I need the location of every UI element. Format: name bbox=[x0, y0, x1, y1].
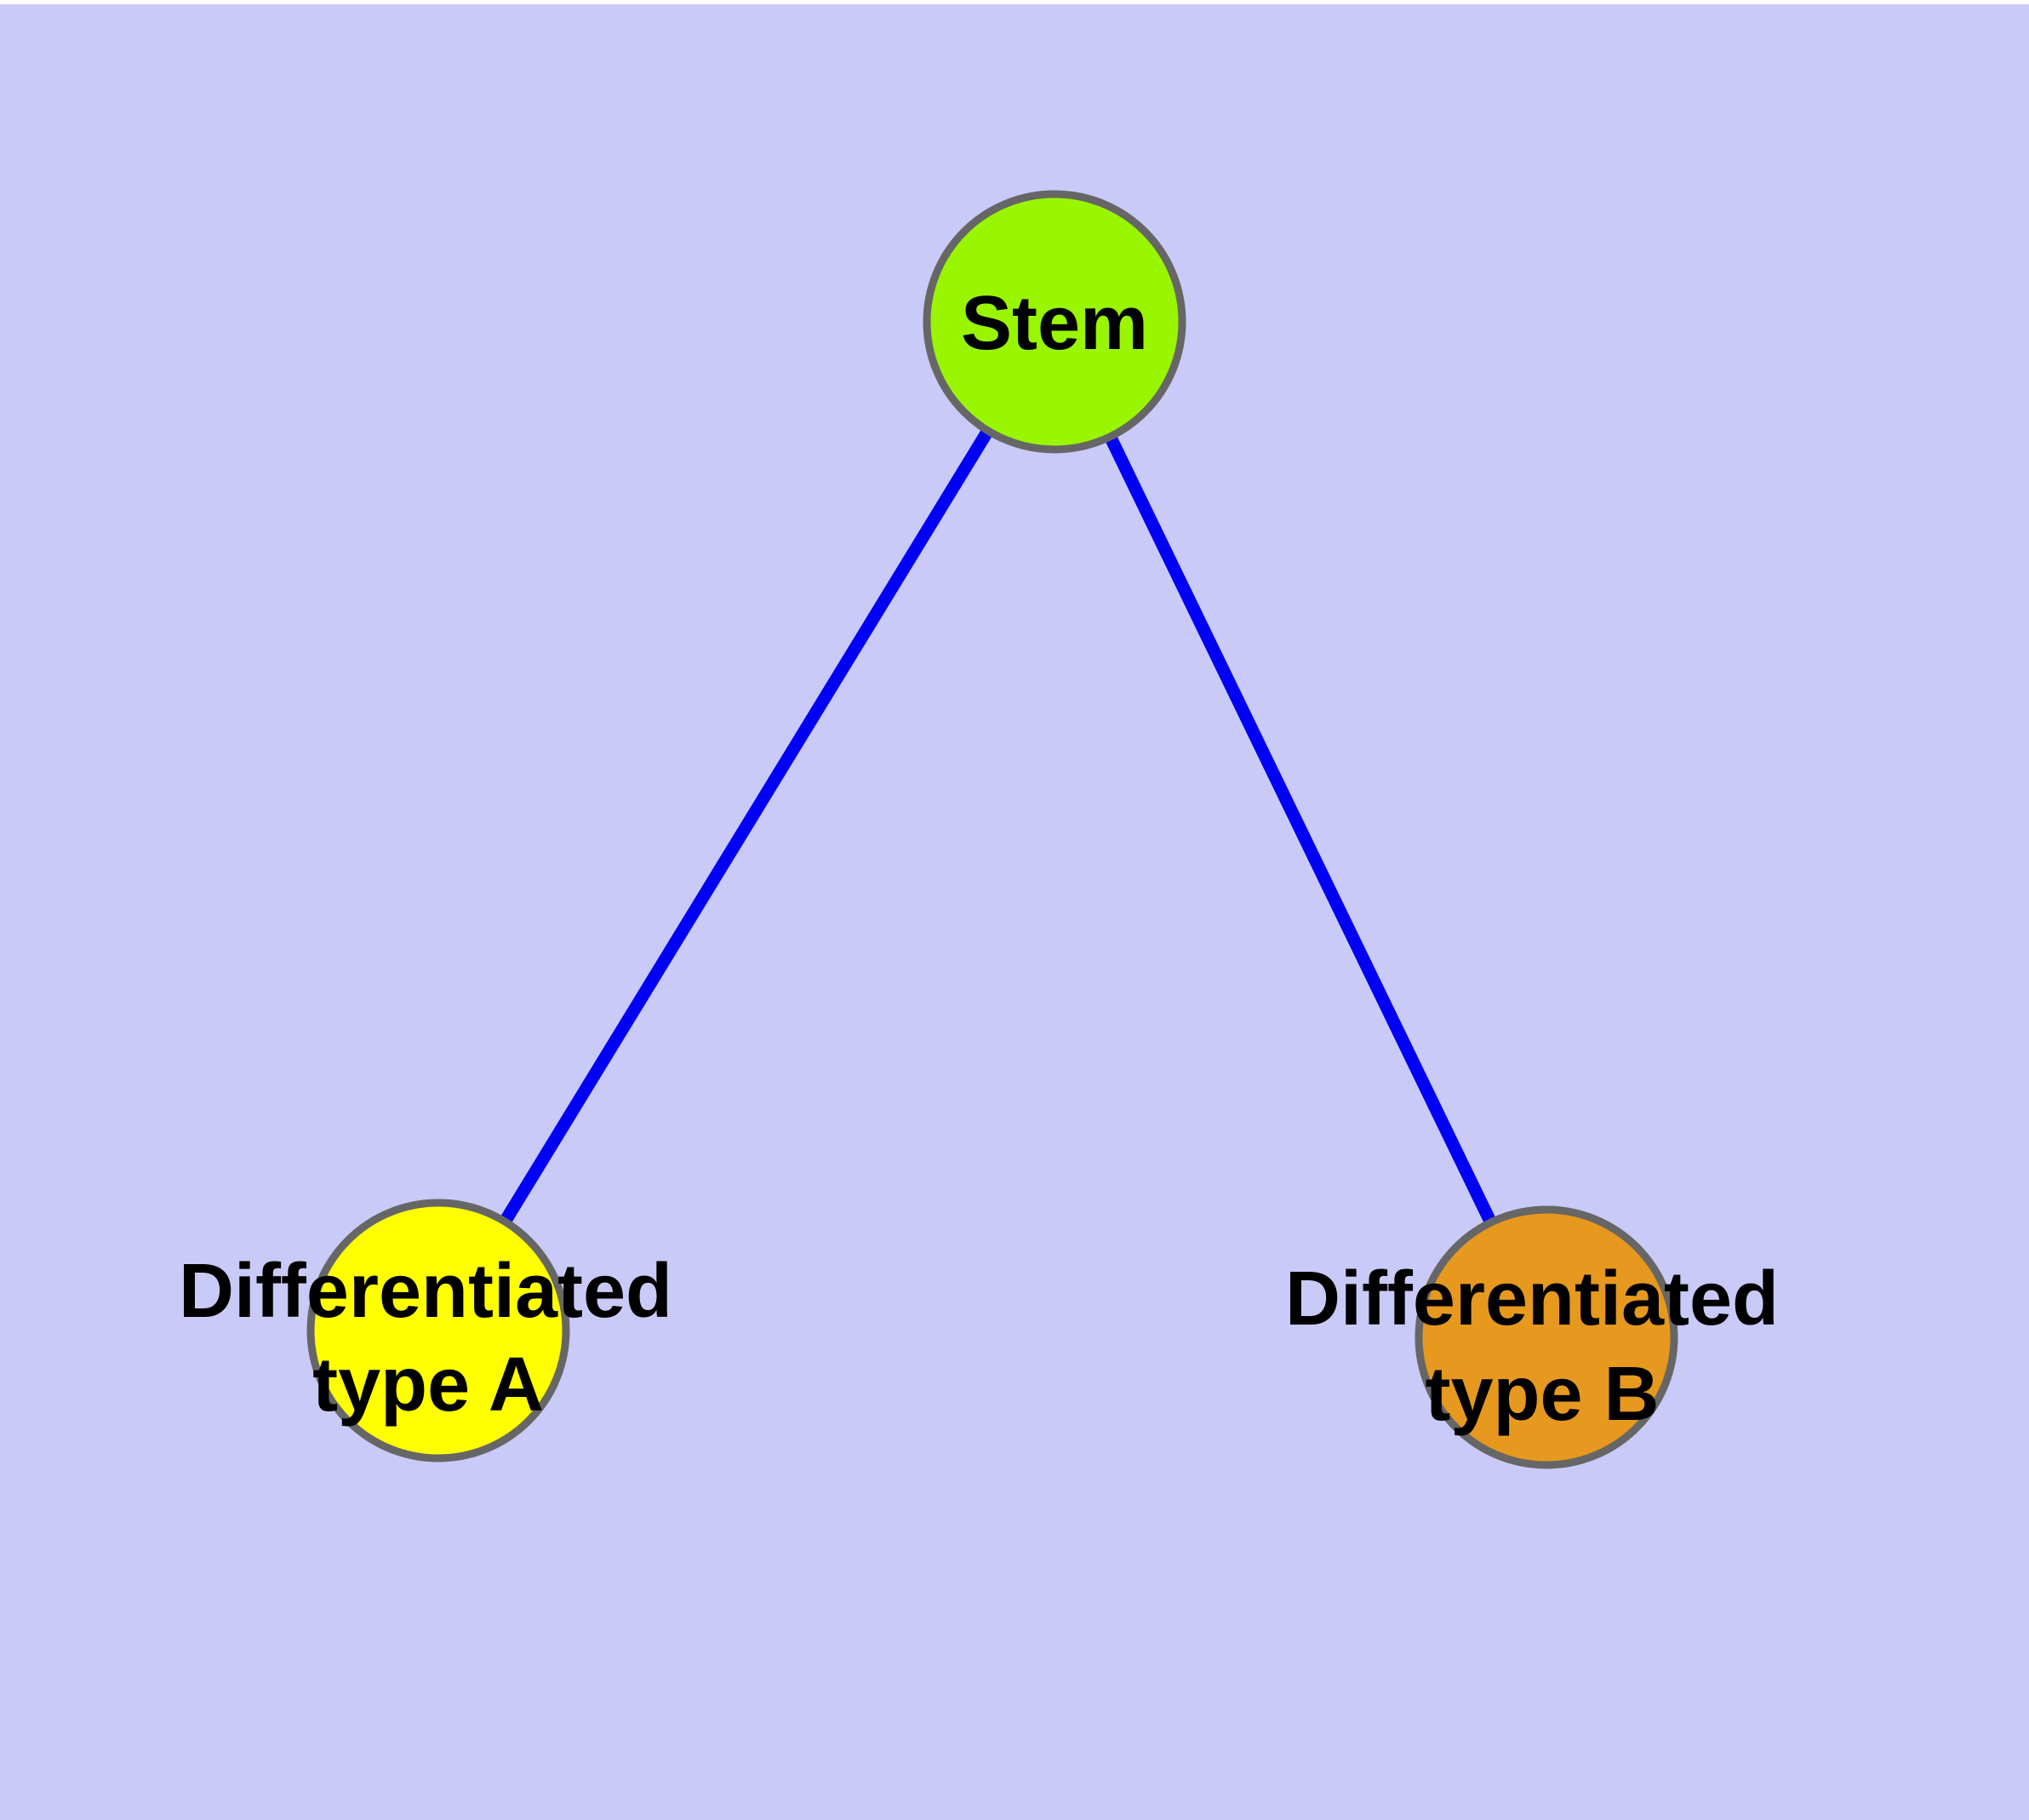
node-stem-circle bbox=[923, 190, 1186, 454]
edge-stem-to-type-a bbox=[432, 318, 1060, 1334]
node-differentiated-type-b-circle bbox=[1415, 1205, 1678, 1469]
node-stem: Stem bbox=[923, 190, 1186, 454]
node-differentiated-type-b-label-line1: Differentiated bbox=[1285, 1256, 1779, 1342]
node-differentiated-type-b-label-line2: type B bbox=[1425, 1352, 1659, 1437]
node-differentiated-type-a-circle bbox=[306, 1199, 570, 1462]
edge-stem-to-type-b bbox=[1049, 318, 1552, 1341]
node-differentiated-type-a-label-line2: type A bbox=[312, 1342, 544, 1428]
node-differentiated-type-b: Differentiated type B bbox=[1285, 1205, 1779, 1469]
node-stem-label: Stem bbox=[961, 281, 1148, 366]
node-differentiated-type-a-label-line1: Differentiated bbox=[179, 1249, 672, 1334]
top-strip bbox=[0, 0, 2029, 4]
node-differentiated-type-a: Differentiated type A bbox=[179, 1199, 672, 1462]
